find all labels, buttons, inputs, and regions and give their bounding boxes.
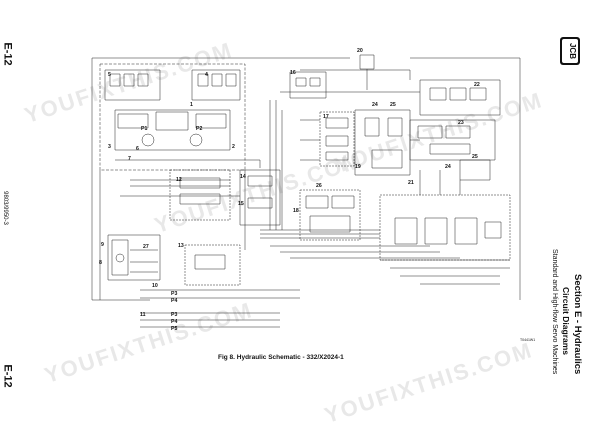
label-25: 25 xyxy=(390,102,396,108)
label-26: 26 xyxy=(316,183,322,189)
label-22: 22 xyxy=(474,82,480,88)
label-4: 4 xyxy=(205,72,208,78)
port-P3-a: P3 xyxy=(171,291,177,297)
label-14: 14 xyxy=(240,174,246,180)
label-16: 16 xyxy=(290,70,296,76)
port-P4-b: P4 xyxy=(171,319,177,325)
label-24: 24 xyxy=(372,102,378,108)
label-5: 5 xyxy=(108,72,111,78)
label-6: 6 xyxy=(136,146,139,152)
label-23: 23 xyxy=(458,120,464,126)
label-3: 3 xyxy=(108,144,111,150)
component-labels: 5 4 1 P1 P2 3 2 6 7 12 14 15 13 9 8 27 1… xyxy=(99,48,480,332)
label-10: 10 xyxy=(152,283,158,289)
label-17: 17 xyxy=(323,114,329,120)
label-P2: P2 xyxy=(196,126,202,132)
label-P1: P1 xyxy=(141,126,147,132)
label-13: 13 xyxy=(178,243,184,249)
label-12: 12 xyxy=(176,177,182,183)
label-15: 15 xyxy=(238,201,244,207)
label-8: 8 xyxy=(99,260,102,266)
label-19: 19 xyxy=(355,164,361,170)
port-P5: P5 xyxy=(171,326,177,332)
logo-text: JCB xyxy=(568,43,577,59)
port-P3-b: P3 xyxy=(171,312,177,318)
label-11: 11 xyxy=(140,312,146,318)
figure-caption: Fig 8. Hydraulic Schematic - 332/X2024-1 xyxy=(218,354,344,361)
label-27: 27 xyxy=(143,244,149,250)
label-9: 9 xyxy=(101,242,104,248)
label-7: 7 xyxy=(128,156,131,162)
figure-reference: T0441W1 xyxy=(520,338,536,342)
jcb-logo: JCB xyxy=(560,37,580,65)
label-2: 2 xyxy=(232,144,235,150)
label-25-b: 25 xyxy=(472,154,478,160)
label-24-b: 24 xyxy=(445,164,451,170)
port-P4-a: P4 xyxy=(171,298,177,304)
label-18: 18 xyxy=(293,208,299,214)
label-20: 20 xyxy=(357,48,363,54)
label-21: 21 xyxy=(408,180,414,186)
label-1: 1 xyxy=(190,102,193,108)
